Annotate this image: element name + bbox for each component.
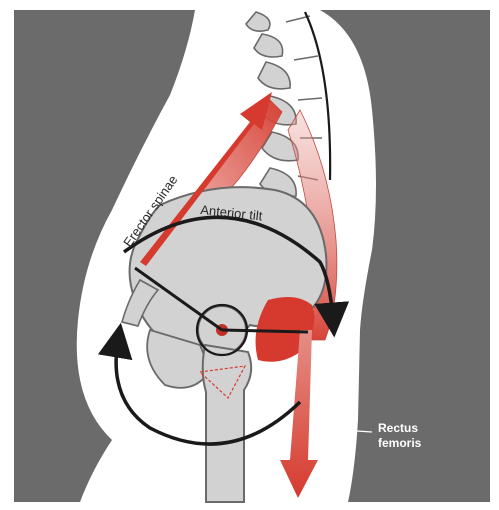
label-femoris: femoris: [378, 436, 422, 450]
label-rectus: Rectus: [378, 421, 418, 435]
label-iliopsoas: Iliopsoas: [343, 200, 358, 252]
